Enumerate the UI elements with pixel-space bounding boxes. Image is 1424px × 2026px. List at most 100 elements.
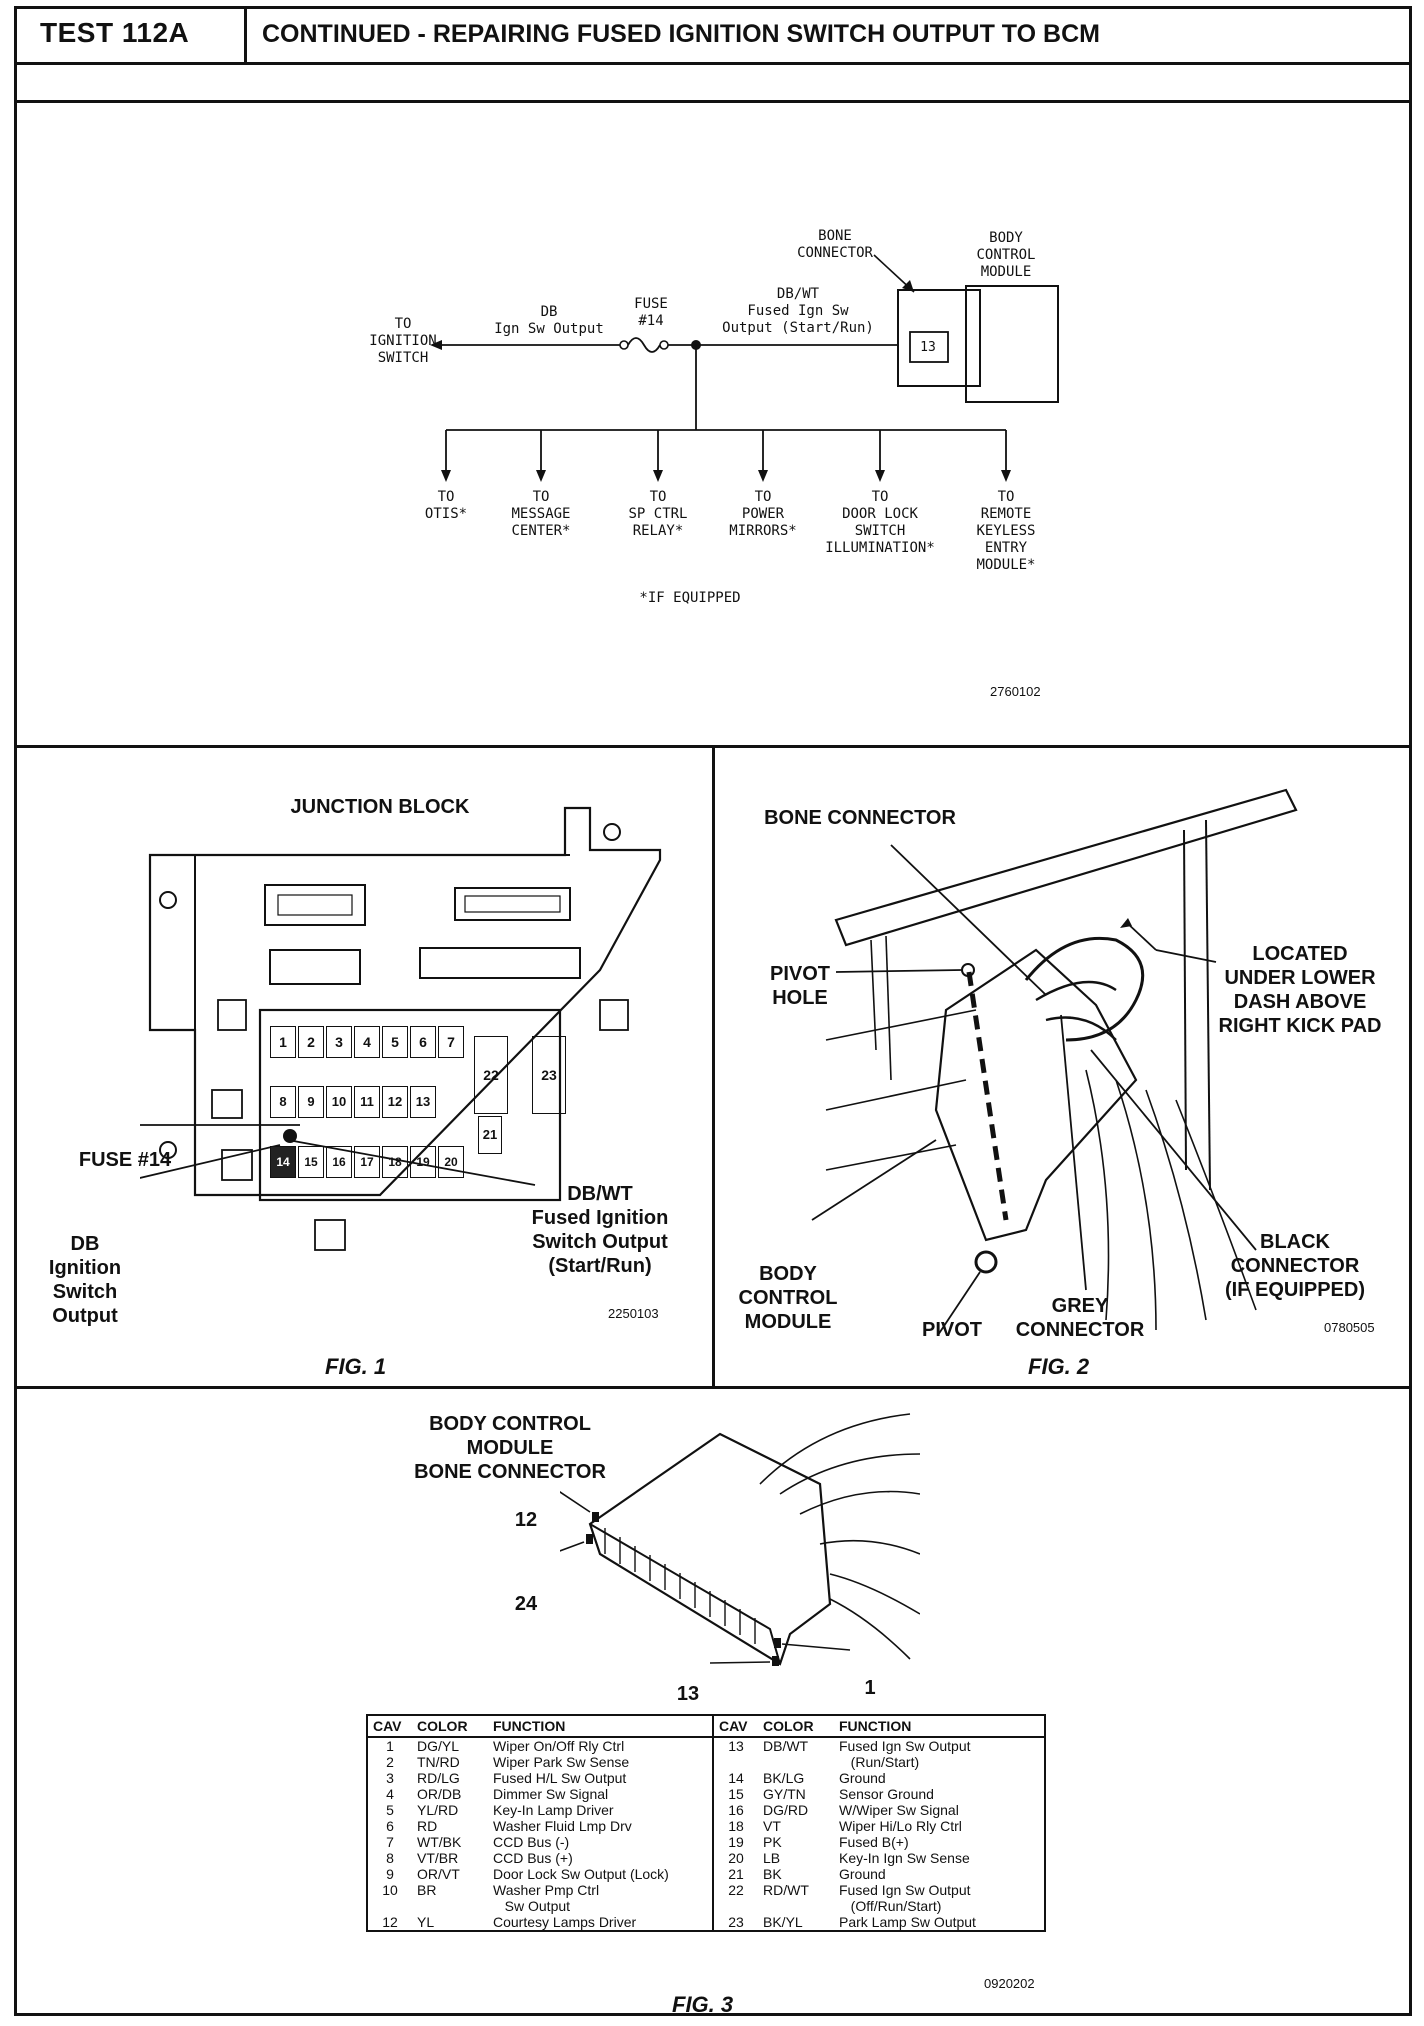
function-cell: Washer Pmp Ctrl Sw Output — [493, 1882, 600, 1914]
connector-block-icon — [264, 884, 366, 926]
fig1-figure-number: 2250103 — [608, 1306, 659, 1321]
pin-24-leader — [560, 1541, 585, 1552]
bcm-box — [965, 285, 1059, 403]
fuse-cell: 4 — [354, 1026, 380, 1058]
mounting-hole-icon — [159, 1141, 177, 1159]
mounting-hole-icon — [603, 823, 621, 841]
color-cell: WT/BK — [417, 1834, 462, 1850]
cav-cell: 18 — [728, 1818, 744, 1834]
connector-body — [588, 1432, 832, 1666]
function-cell: Wiper On/Off Rly Ctrl — [493, 1738, 625, 1754]
pivot-icon — [974, 1250, 998, 1274]
fig-row-bottom-rule — [14, 1386, 1412, 1389]
cav-cell: 3 — [386, 1770, 394, 1786]
color-cell: BR — [417, 1882, 437, 1898]
fuse-large-22: 22 — [474, 1036, 508, 1114]
pin-13-leader — [709, 1661, 771, 1664]
color-cell: BK/LG — [763, 1770, 805, 1786]
color-cell: RD/LG — [417, 1770, 460, 1786]
color-cell: PK — [763, 1834, 782, 1850]
cav-cell: 13 — [728, 1738, 744, 1754]
fuse-cell: 9 — [298, 1086, 324, 1118]
fuse-cell: 2 — [298, 1026, 324, 1058]
color-cell: VT — [763, 1818, 781, 1834]
col-header-cav: CAV — [714, 1716, 758, 1738]
pin-12-label: 12 — [514, 1509, 538, 1531]
cav-cell: 7 — [386, 1834, 394, 1850]
fuse-cell: 13 — [410, 1086, 436, 1118]
function-cell: Courtesy Lamps Driver — [493, 1914, 637, 1930]
pin-1-leader — [781, 1643, 851, 1651]
cavity-number: 13 — [920, 340, 936, 355]
fuse-cell: 10 — [326, 1086, 352, 1118]
harness-icon — [1024, 936, 1145, 1042]
fig1-title: JUNCTION BLOCK — [290, 796, 470, 818]
function-cell: Wiper Park Sw Sense — [493, 1754, 630, 1770]
fig1-db-label: DB Ignition Switch Output — [48, 1233, 122, 1327]
pin-1-label: 1 — [864, 1677, 876, 1699]
relay-icon — [211, 1089, 243, 1119]
color-cell: RD/WT — [763, 1882, 809, 1898]
black-connector-leader — [1090, 1049, 1257, 1251]
branch-sp-ctrl-relay: TO SP CTRL RELAY* — [628, 489, 688, 539]
relay-icon — [314, 1219, 346, 1251]
fuse-cell: 20 — [438, 1146, 464, 1178]
cav-cell: 1 — [386, 1738, 394, 1754]
color-cell: BK — [763, 1866, 782, 1882]
fuse-14-cell: 14 — [270, 1146, 296, 1178]
color-cell: LB — [763, 1850, 781, 1866]
fig1-caption: FIG. 1 — [325, 1354, 387, 1379]
cav-cell: 10 — [382, 1882, 398, 1898]
color-cell: TN/RD — [417, 1754, 460, 1770]
fuse-cell: 16 — [326, 1146, 352, 1178]
function-cell: Ground — [839, 1770, 886, 1786]
label-db-wire: DB Ign Sw Output — [494, 304, 604, 337]
header-bottom-rule-2 — [14, 100, 1412, 103]
color-cell: GY/TN — [763, 1786, 806, 1802]
cav-cell: 19 — [728, 1834, 744, 1850]
pin-12-leader — [560, 1491, 591, 1513]
connector-block-icon — [269, 949, 361, 985]
pin-24-label: 24 — [514, 1593, 538, 1615]
fig3-caption: FIG. 3 — [672, 1992, 734, 2017]
page-frame — [14, 6, 1412, 2016]
wire-bundle-icon — [759, 1413, 920, 1660]
branch-power-mirrors: TO POWER MIRRORS* — [729, 489, 797, 539]
color-cell: BK/YL — [763, 1914, 803, 1930]
pin-12-icon — [592, 1512, 599, 1522]
db-leader — [140, 1144, 281, 1179]
function-cell: Fused B(+) — [839, 1834, 909, 1850]
branch-door-lock: TO DOOR LOCK SWITCH ILLUMINATION* — [825, 489, 935, 556]
function-cell: W/Wiper Sw Signal — [839, 1802, 959, 1818]
fuse-cell: 1 — [270, 1026, 296, 1058]
fig2-bone-connector: BONE CONNECTOR — [764, 807, 956, 829]
fig2-caption: FIG. 2 — [1028, 1354, 1090, 1379]
branch-message-center: TO MESSAGE CENTER* — [511, 489, 571, 539]
cav-cell: 4 — [386, 1786, 394, 1802]
fig2-pivot: PIVOT — [921, 1319, 982, 1341]
table-row: 10 BR Washer Pmp Ctrl Sw Output — [368, 1882, 712, 1914]
branch-arrow-icon — [441, 470, 451, 482]
function-cell: CCD Bus (+) — [493, 1850, 573, 1866]
fig2-located: LOCATED UNDER LOWER DASH ABOVE RIGHT KIC… — [1218, 943, 1382, 1037]
function-cell: Dimmer Sw Signal — [493, 1786, 609, 1802]
cav-cell: 16 — [728, 1802, 744, 1818]
bcm-leader — [811, 1139, 937, 1221]
schematic-diagram — [430, 254, 1059, 482]
bcm-location-drawing — [811, 788, 1298, 1336]
col-header-cav: CAV — [368, 1716, 412, 1738]
fuse-cell: 12 — [382, 1086, 408, 1118]
bone-connector-leader — [890, 844, 1047, 996]
located-leader — [1155, 949, 1217, 963]
fuse-row-1: 1 2 3 4 5 6 7 — [270, 1026, 464, 1058]
